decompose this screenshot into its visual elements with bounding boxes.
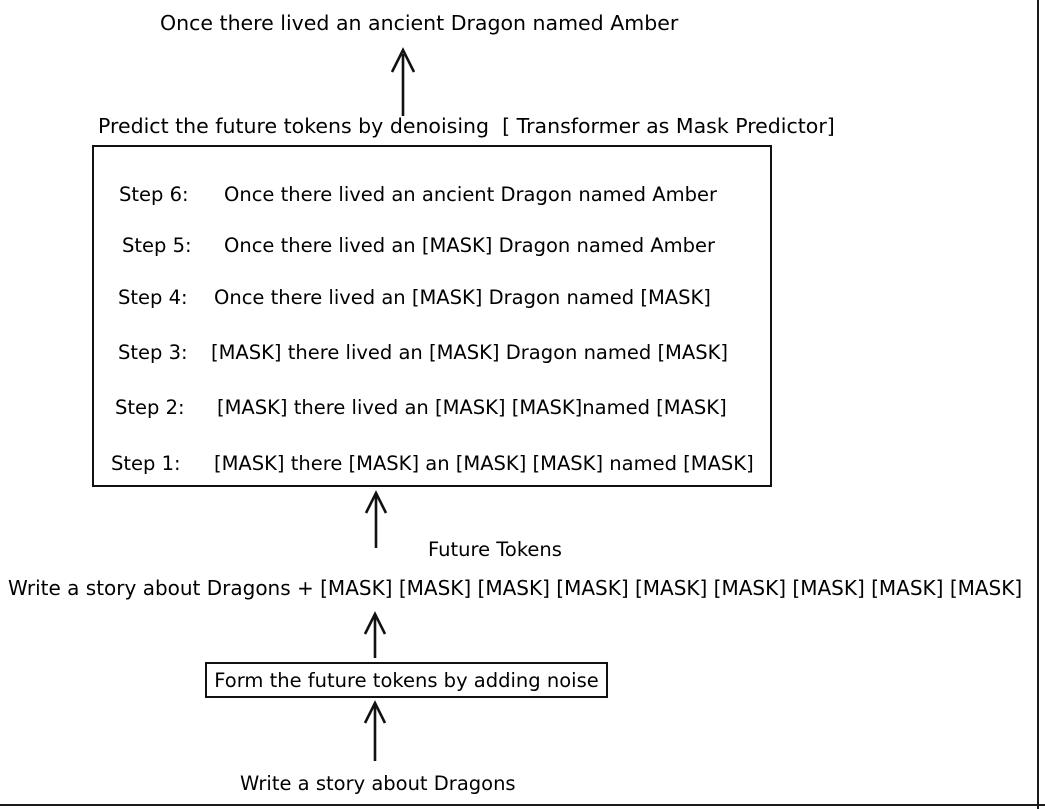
step-label: Step 1: — [111, 452, 181, 475]
denoise-header: Predict the future tokens by denoising [… — [98, 114, 835, 138]
step-text: [MASK] there [MASK] an [MASK] [MASK] nam… — [214, 452, 754, 475]
step-text: Once there lived an ancient Dragon named… — [224, 183, 717, 206]
step-text: Once there lived an [MASK] Dragon named … — [224, 234, 716, 257]
denoising-steps-box: Step 6: Once there lived an ancient Drag… — [92, 145, 772, 487]
step-label: Step 5: — [122, 234, 192, 257]
slide-border-right — [1037, 0, 1039, 809]
add-noise-box-label: Form the future tokens by adding noise — [214, 668, 599, 692]
step-text: [MASK] there lived an [MASK] [MASK]named… — [217, 396, 727, 419]
noisy-prompt-line: Write a story about Dragons + [MASK] [MA… — [8, 576, 1023, 600]
future-tokens-label: Future Tokens — [428, 538, 562, 561]
slide-border-bottom — [0, 804, 1045, 806]
step-text: Once there lived an [MASK] Dragon named … — [214, 286, 711, 309]
arrow-noise-box-to-noisy — [358, 611, 392, 658]
input-prompt: Write a story about Dragons — [240, 772, 516, 795]
step-label: Step 3: — [118, 341, 188, 364]
output-sentence: Once there lived an ancient Dragon named… — [160, 11, 679, 35]
arrow-box-to-output — [386, 47, 420, 116]
step-label: Step 2: — [115, 396, 185, 419]
step-label: Step 4: — [118, 286, 188, 309]
arrow-input-to-noise-box — [358, 700, 392, 761]
step-text: [MASK] there lived an [MASK] Dragon name… — [211, 341, 728, 364]
arrow-noisy-to-box — [359, 490, 393, 548]
step-label: Step 6: — [119, 183, 189, 206]
add-noise-box: Form the future tokens by adding noise — [205, 662, 608, 698]
